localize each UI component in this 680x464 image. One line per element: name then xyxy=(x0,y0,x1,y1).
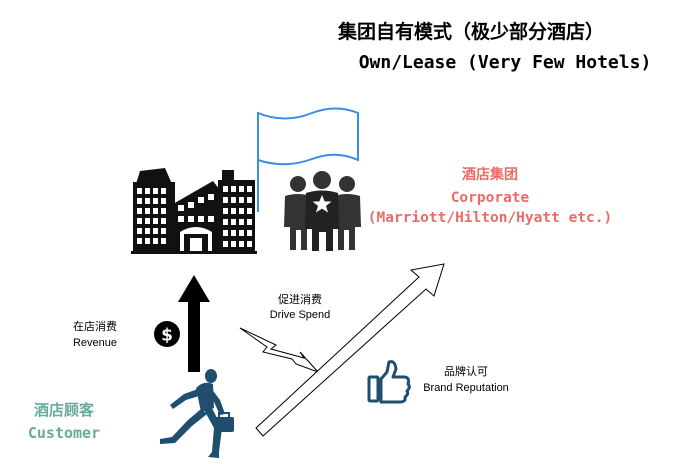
corporate-label-brands: (Marriott/Hilton/Hyatt etc.) xyxy=(368,210,612,226)
star-icon xyxy=(312,195,332,213)
corporate-label-english: Corporate xyxy=(451,190,530,206)
brand-reputation-arrow xyxy=(255,263,445,437)
brand-label-english: Brand Reputation xyxy=(423,382,509,394)
customer-label-english: Customer xyxy=(28,424,100,442)
revenue-label-chinese: 在店消费 xyxy=(73,319,117,333)
drive-spend-label-chinese: 促进消费 xyxy=(278,292,322,306)
title-english: Own/Lease (Very Few Hotels) xyxy=(359,52,652,73)
title-chinese: 集团自有模式（极少部分酒店） xyxy=(337,20,604,43)
corporate-label-chinese: 酒店集团 xyxy=(462,166,518,183)
revenue-label-english: Revenue xyxy=(73,337,117,349)
drive-spend-lightning-arrow xyxy=(239,327,319,373)
flag-icon xyxy=(257,107,359,212)
dollar-coin-icon: $ xyxy=(154,321,180,347)
drive-spend-label-english: Drive Spend xyxy=(270,309,331,321)
running-businessman-icon xyxy=(160,369,234,458)
customer-label-chinese: 酒店顾客 xyxy=(34,401,95,419)
brand-label-chinese: 品牌认可 xyxy=(444,364,488,378)
buildings-icon xyxy=(131,168,257,254)
revenue-arrow xyxy=(178,275,210,372)
svg-text:$: $ xyxy=(161,326,173,346)
thumbs-up-icon xyxy=(367,360,411,404)
business-people-icon xyxy=(284,171,361,251)
